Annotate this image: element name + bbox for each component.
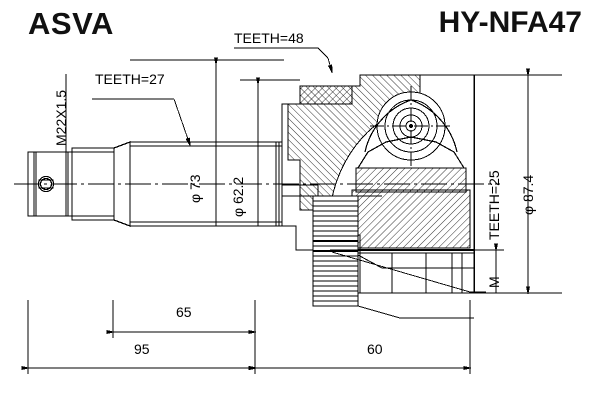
label-diameter-62-2: φ 62.2	[230, 176, 246, 217]
leader-m22x1-5	[60, 74, 72, 217]
brand-logo: ASVA	[28, 6, 114, 41]
label-dimension-65: 65	[176, 304, 192, 320]
part-number: HY-NFA47	[438, 6, 582, 39]
dimension-60	[256, 300, 470, 374]
label-dimension-95: 95	[134, 341, 150, 357]
dimension-95	[28, 300, 255, 374]
dimension-65	[113, 300, 255, 338]
label-diameter-87-4: φ 87.4	[520, 174, 536, 215]
dimension-teeth25	[330, 250, 504, 293]
ball-cage	[355, 99, 467, 193]
housing-lower-skirt	[282, 195, 474, 319]
dimension-phi73	[130, 60, 284, 226]
label-marking-m: M	[486, 276, 502, 288]
label-teeth-48: TEETH=48	[234, 30, 304, 46]
dimension-phi87-4	[474, 75, 562, 293]
abs-ring	[312, 195, 359, 307]
label-teeth-27: TEETH=27	[95, 71, 165, 87]
threaded-shaft-end	[27, 151, 73, 217]
dimension-phi62-2	[240, 80, 300, 226]
leader-m-marking	[331, 251, 486, 293]
leader-teeth27	[92, 98, 190, 145]
label-diameter-73: φ 73	[187, 174, 203, 203]
label-thread-m22x15: M22X1.5	[53, 89, 69, 146]
leader-teeth48	[234, 47, 332, 72]
label-teeth-25: TEETH=25	[486, 170, 502, 240]
label-dimension-60: 60	[367, 341, 383, 357]
